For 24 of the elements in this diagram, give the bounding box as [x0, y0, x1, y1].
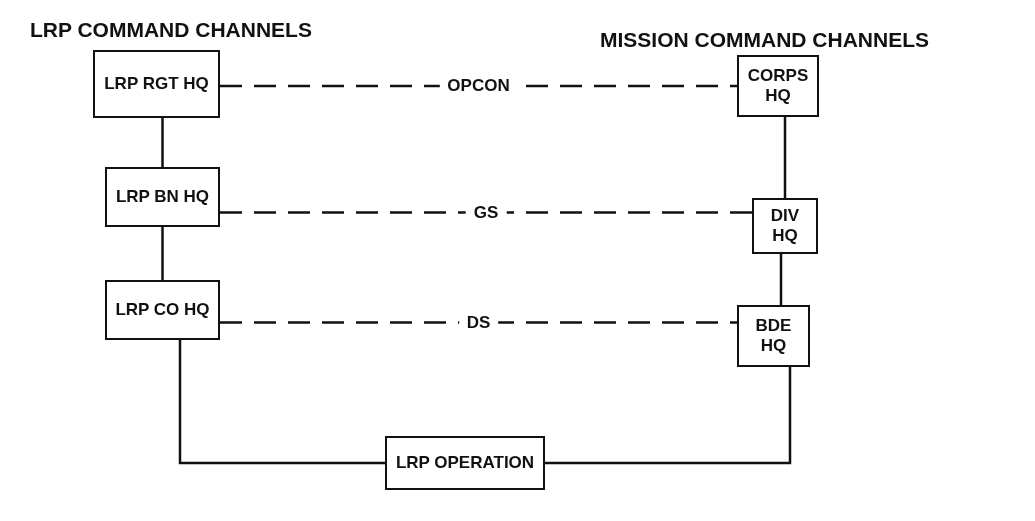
box-label: LRP CO HQ — [115, 299, 210, 321]
dashed-connector — [220, 321, 737, 324]
section-heading: MISSION COMMAND CHANNELS — [600, 28, 929, 52]
headquarters-box — [385, 436, 545, 490]
box-label: LRP OPERATION — [395, 452, 535, 474]
box-label: LRP RGT HQ — [104, 73, 209, 95]
box-label: DIV HQ — [769, 205, 801, 247]
connector-line — [161, 227, 164, 280]
connector-line — [161, 118, 164, 167]
headquarters-box — [105, 280, 220, 340]
headquarters-box — [93, 50, 220, 118]
connector-line — [783, 117, 787, 198]
box-label: BDE HQ — [754, 315, 793, 357]
headquarters-box — [737, 55, 819, 117]
connector-line — [178, 340, 385, 465]
headquarters-box — [737, 305, 810, 367]
headquarters-box — [752, 198, 818, 254]
box-label: CORPS HQ — [746, 65, 810, 107]
section-heading: LRP COMMAND CHANNELS — [30, 18, 312, 42]
connector-line — [545, 367, 792, 465]
connector-line — [779, 254, 783, 305]
box-label: LRP BN HQ — [115, 186, 210, 208]
headquarters-box — [105, 167, 220, 227]
dashed-connector — [220, 211, 752, 214]
